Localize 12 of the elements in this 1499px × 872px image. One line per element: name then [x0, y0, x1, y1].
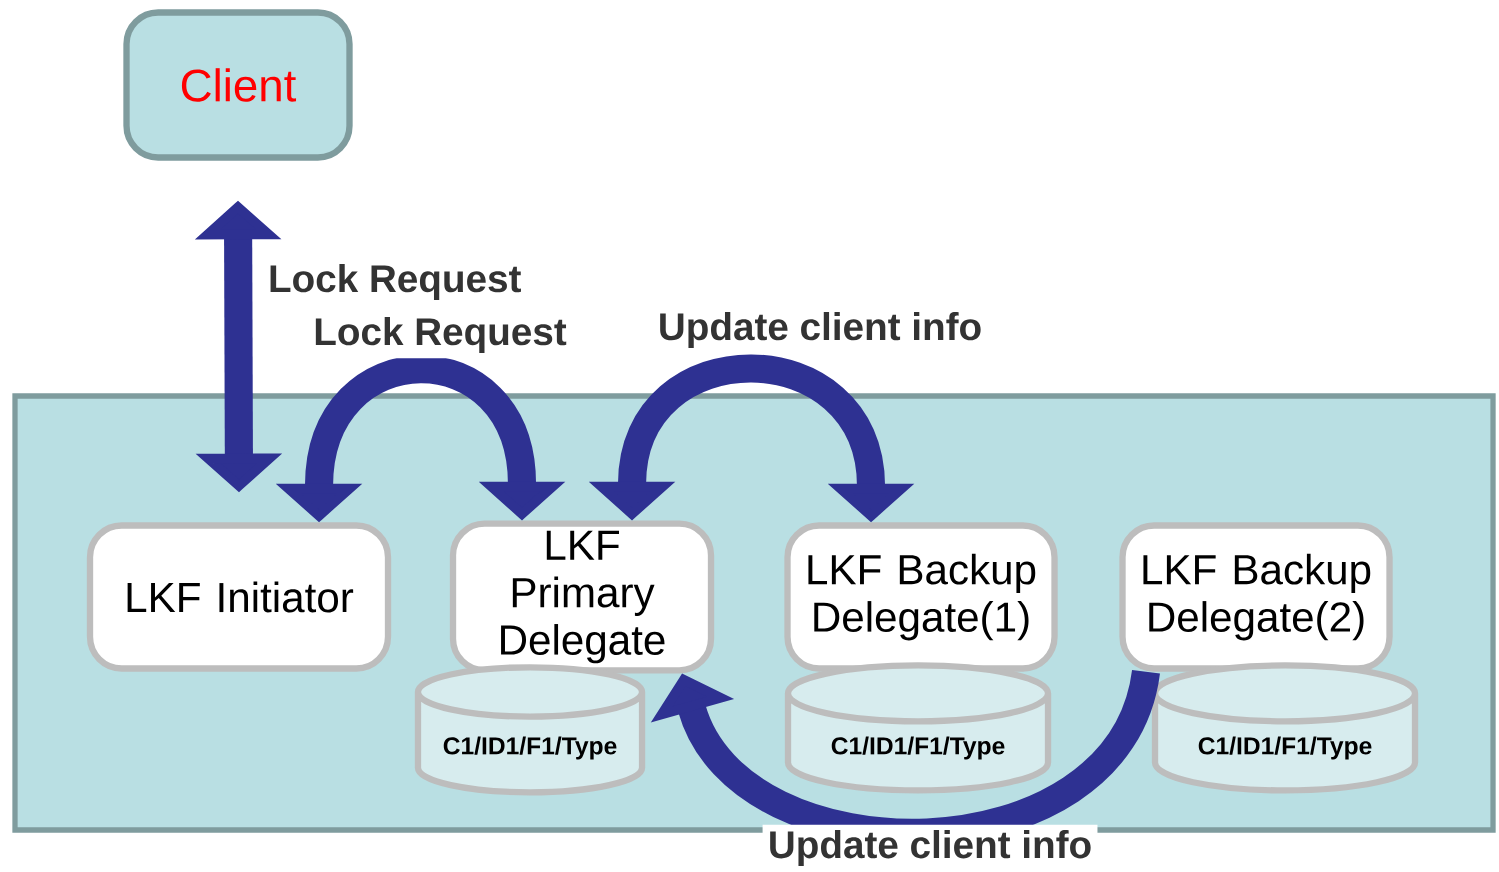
process-box: LKF Backup Delegate(2): [1119, 522, 1393, 672]
process-box: LKF Initiator: [86, 522, 392, 672]
edge-label: Lock Request: [262, 258, 527, 306]
edge-label: Update client info: [762, 824, 1098, 872]
client-box: Client: [123, 9, 353, 161]
edge-label: Lock Request: [308, 311, 573, 359]
edge-label: Update client info: [652, 306, 988, 354]
process-box: LKF Primary Delegate: [449, 520, 715, 674]
database-cylinder: C1/ID1/F1/Type: [414, 664, 646, 796]
database-cylinder: C1/ID1/F1/Type: [784, 662, 1052, 794]
database-cylinder: C1/ID1/F1/Type: [1151, 662, 1419, 794]
process-box: LKF Backup Delegate(1): [784, 522, 1058, 672]
